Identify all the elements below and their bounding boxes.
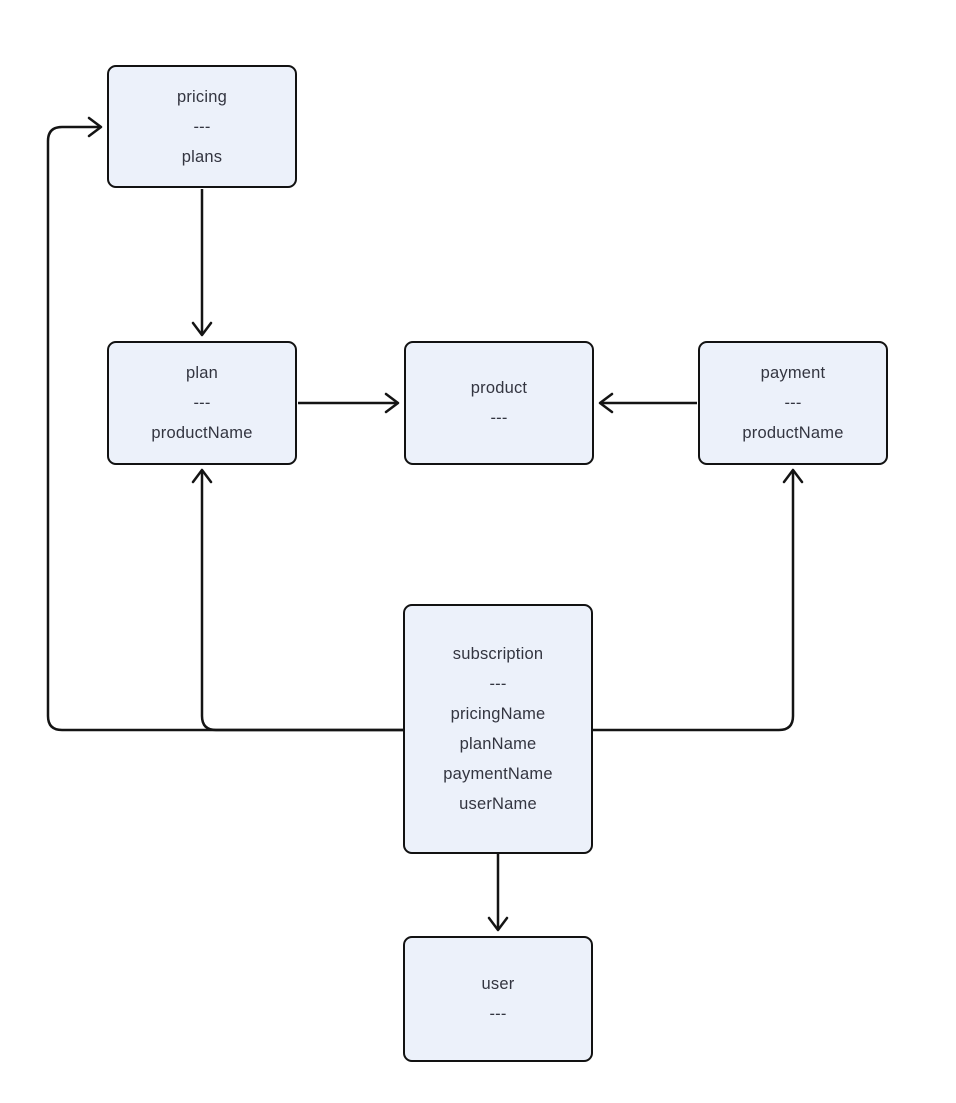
node-title: plan [186,364,218,382]
node-title: user [481,975,515,993]
node-user: user --- [403,936,593,1062]
node-plan: plan --- productName [107,341,297,465]
edge-subscription-to-pricing [46,116,403,732]
node-field: pricingName [450,705,546,723]
node-separator: --- [784,394,802,412]
node-title: product [470,379,528,397]
node-field: planName [459,735,537,753]
node-field: productName [742,424,844,442]
node-separator: --- [193,394,211,412]
node-product: product --- [404,341,594,465]
node-separator: --- [490,409,508,427]
node-separator: --- [193,117,211,136]
node-field: paymentName [443,765,553,783]
node-pricing: pricing --- plans [107,65,297,188]
edge-subscription-to-payment [593,468,804,732]
node-field: productName [151,424,253,442]
node-payment: payment --- productName [698,341,888,465]
node-subscription: subscription --- pricingName planName pa… [403,604,593,854]
edge-subscription-to-plan [191,468,403,732]
node-field: userName [459,795,537,813]
node-title: pricing [176,87,227,106]
node-title: subscription [452,645,544,663]
node-field: plans [181,147,223,166]
node-title: payment [760,364,826,382]
node-separator: --- [489,1005,507,1023]
node-separator: --- [489,675,507,693]
